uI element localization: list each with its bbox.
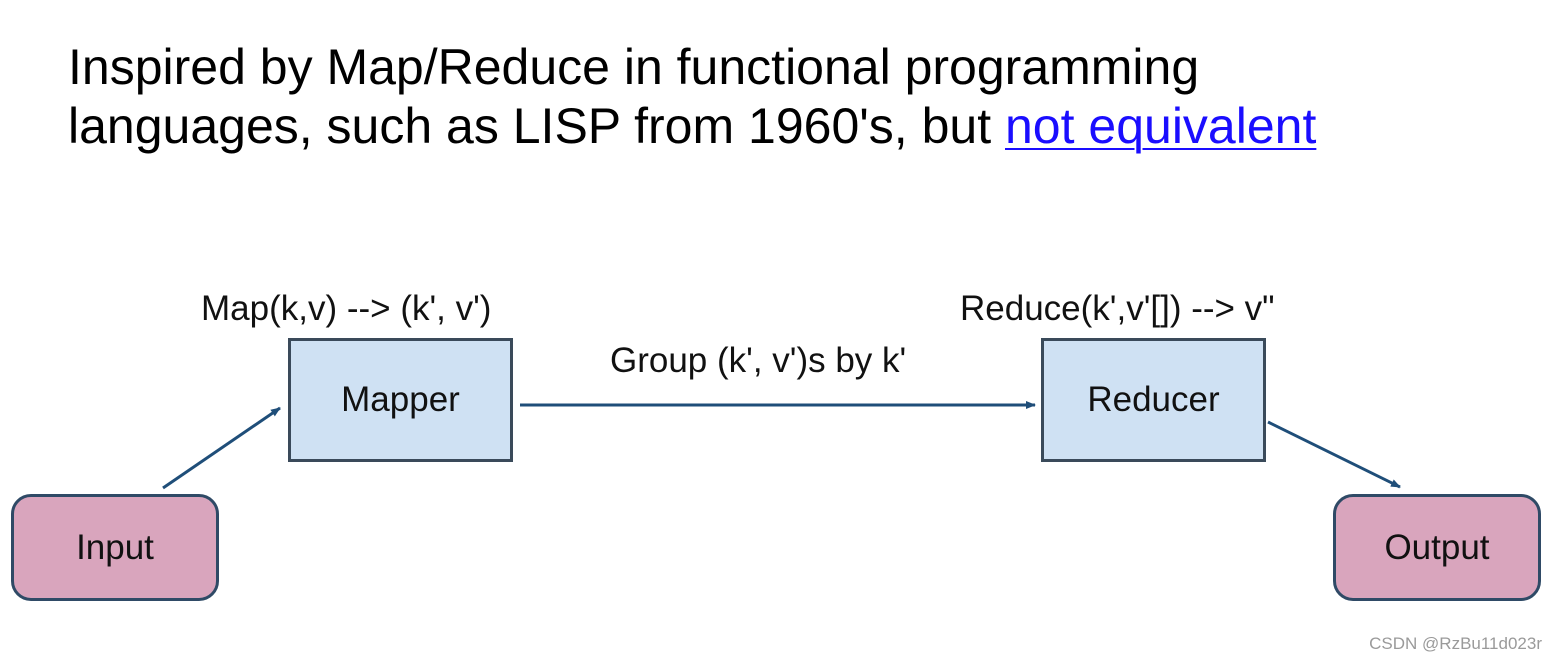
watermark: CSDN @RzBu11d023r [1369,634,1542,653]
arrow-reducer-to-output [1267,420,1401,489]
heading-line-1: Inspired by Map/Reduce in functional pro… [68,39,1200,95]
input-node: Input [11,494,219,601]
output-node: Output [1333,494,1541,601]
heading-line-2-text: languages, such as LISP from 1960's, but [68,98,1005,154]
mapper-node-label: Mapper [341,380,460,419]
not-equivalent-link[interactable]: not equivalent [1005,98,1317,154]
heading: Inspired by Map/Reduce in functional pro… [68,38,1488,156]
input-node-label: Input [76,527,154,567]
heading-line-2: languages, such as LISP from 1960's, but… [68,97,1488,156]
reducer-node-label: Reducer [1087,380,1220,419]
mapper-node: Mapper [288,338,513,462]
output-node-label: Output [1384,527,1490,567]
map-signature-label: Map(k,v) --> (k', v') [201,289,492,328]
reduce-signature-label: Reduce(k',v'[]) --> v" [960,289,1275,328]
arrow-input-to-mapper [162,406,281,490]
group-label: Group (k', v')s by k' [610,341,907,380]
reducer-node: Reducer [1041,338,1266,462]
